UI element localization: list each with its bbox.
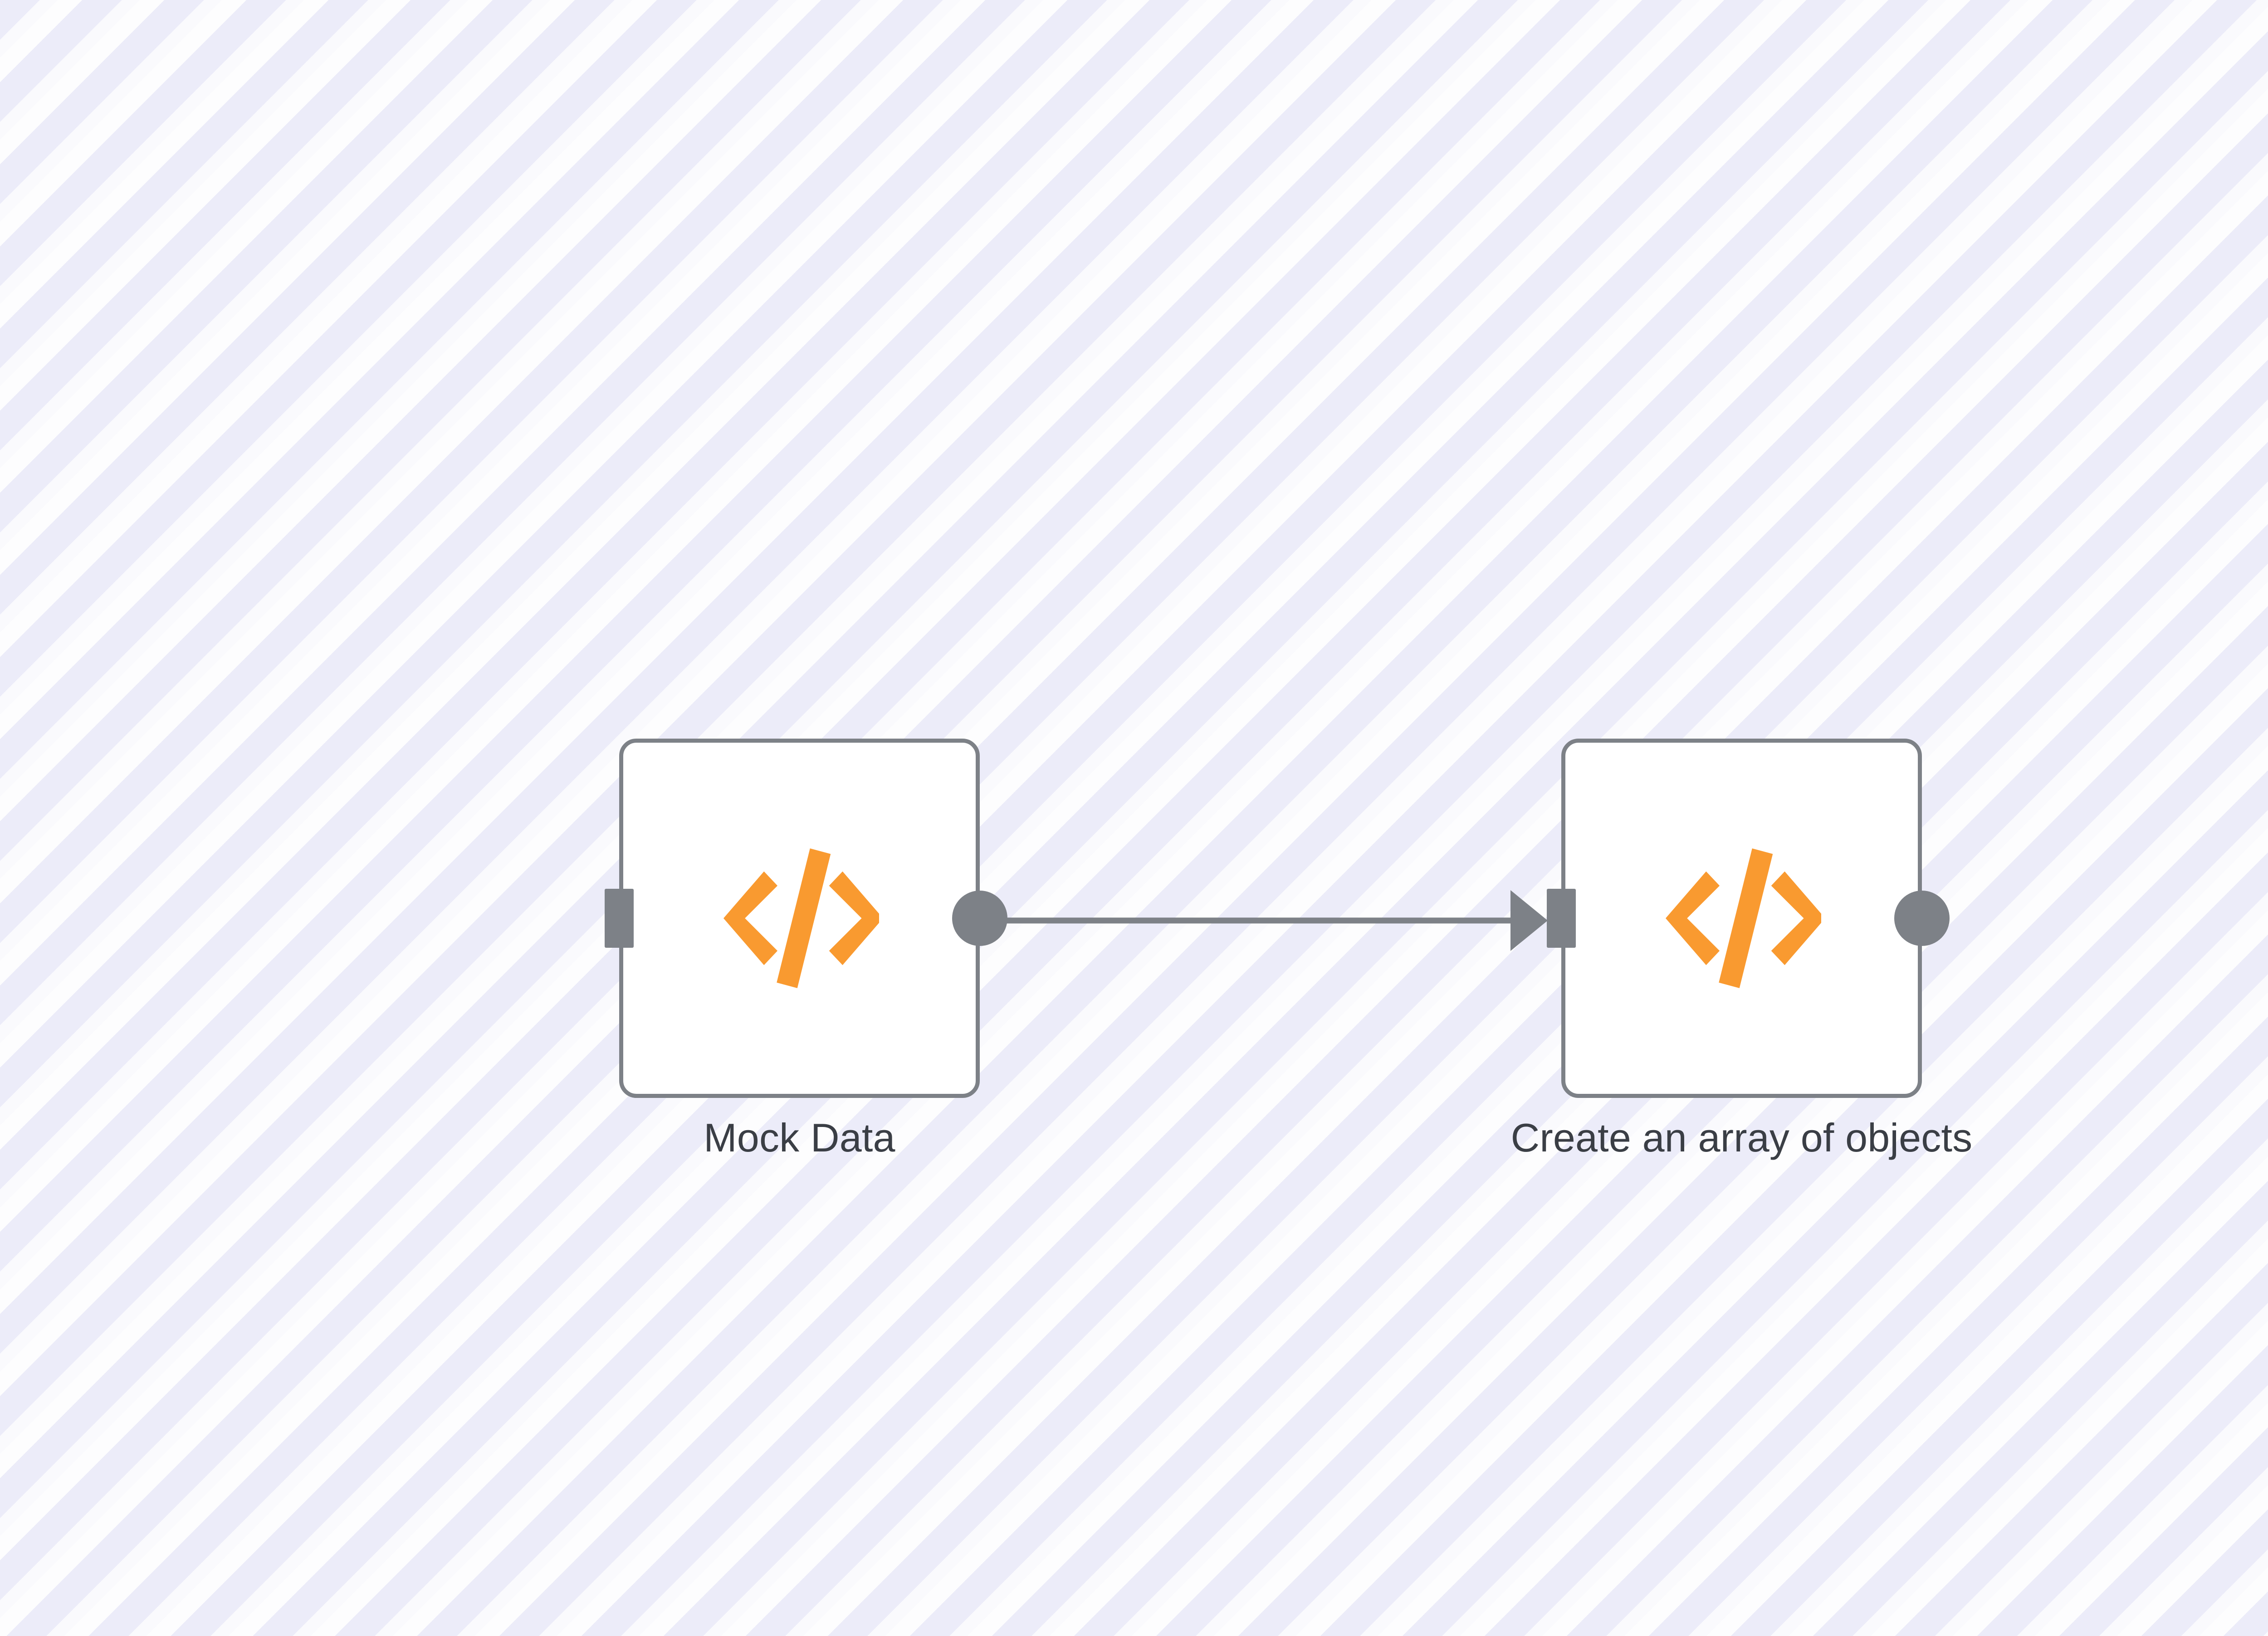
code-brackets-icon [723,848,879,988]
node-output-port[interactable] [952,891,1007,946]
node-mock-data[interactable]: Mock Data [605,739,1007,1160]
connection-arrowhead [1510,890,1548,951]
node-label: Create an array of objects [1510,1115,1973,1160]
node-label: Mock Data [704,1115,895,1160]
node-body[interactable] [1561,739,1922,1098]
node-output-port[interactable] [1894,891,1950,946]
node-body[interactable] [619,739,980,1098]
node-create-an-array-of-objects[interactable]: Create an array of objects [1511,739,1972,1160]
node-input-port[interactable] [605,889,634,948]
code-brackets-icon [1665,848,1821,988]
connection-mock-data-to-create-an-array-of-objects[interactable] [1005,890,1548,951]
node-input-port[interactable] [1547,889,1576,948]
